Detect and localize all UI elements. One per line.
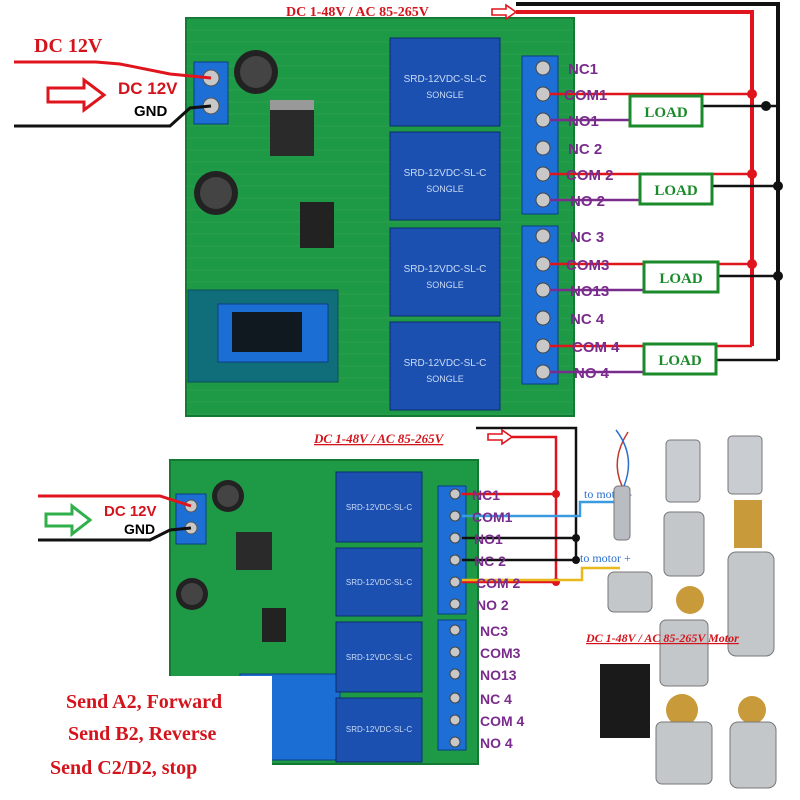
- arrow-right-red-icon: [491, 3, 518, 21]
- capacitor-icon: [176, 480, 244, 610]
- svg-text:SONGLE: SONGLE: [426, 374, 464, 384]
- bottom-terminal-label: NC1: [472, 487, 500, 503]
- bottom-terminal-label: NO 2: [476, 597, 509, 613]
- top-terminal-label: NC 4: [570, 311, 605, 328]
- svg-text:LOAD: LOAD: [658, 353, 702, 369]
- top-relay-3: SRD-12VDC-SL-C SONGLE: [389, 227, 501, 317]
- bottom-relay-4: SRD-12VDC-SL-C: [335, 697, 423, 763]
- top-relay-1: SRD-12VDC-SL-C SONGLE: [389, 37, 501, 127]
- top-load-2: LOAD: [638, 172, 714, 206]
- motor-icon: [600, 429, 777, 789]
- top-load-4: LOAD: [642, 342, 718, 376]
- bottom-terminal-label: NO 4: [480, 735, 513, 751]
- bottom-terminal-label: COM3: [480, 645, 521, 661]
- top-supply-label: DC 12V: [34, 35, 103, 57]
- svg-text:SONGLE: SONGLE: [426, 184, 464, 194]
- command-forward: Send A2, Forward: [66, 691, 222, 713]
- top-terminal-label: COM3: [566, 257, 609, 274]
- top-terminal-label: NC 2: [568, 141, 602, 158]
- command-reverse: Send B2, Reverse: [68, 723, 216, 745]
- bottom-terminal-label: COM 2: [476, 575, 521, 591]
- top-terminal-label: COM 2: [566, 167, 614, 184]
- top-terminal-label: COM1: [564, 87, 607, 104]
- top-terminal-label: NC1: [568, 61, 598, 78]
- top-terminal-label: NO1: [568, 113, 599, 130]
- bottom-supply-label: DC 12V: [104, 503, 157, 520]
- top-output-terminals: [521, 55, 559, 385]
- bottom-rail-red: [462, 435, 558, 584]
- bottom-wire-gnd: [38, 526, 192, 542]
- svg-text:SRD-12VDC-SL-C: SRD-12VDC-SL-C: [346, 725, 412, 734]
- top-terminal-label: NC 3: [570, 229, 604, 246]
- bottom-terminal-label: NO1: [474, 531, 503, 547]
- motor-caption: DC 1-48V / AC 85-265V Motor: [585, 631, 739, 645]
- top-terminal-label: COM 4: [572, 339, 620, 356]
- bottom-relay-3: SRD-12VDC-SL-C: [335, 621, 423, 693]
- bottom-relay-2: SRD-12VDC-SL-C: [335, 547, 423, 617]
- bottom-terminal-label: NC 4: [480, 691, 512, 707]
- svg-text:SRD-12VDC-SL-C: SRD-12VDC-SL-C: [404, 264, 487, 275]
- svg-text:SONGLE: SONGLE: [426, 280, 464, 290]
- bottom-relay-1: SRD-12VDC-SL-C: [335, 471, 423, 543]
- bottom-gnd-label: GND: [124, 521, 155, 537]
- top-input-terminal-label: DC 12V: [118, 79, 178, 98]
- top-relay-4: SRD-12VDC-SL-C SONGLE: [389, 321, 501, 411]
- wire-to-motor-minus: [462, 500, 620, 518]
- arrow-right-green-icon: [44, 502, 93, 538]
- bottom-rail-black: [462, 426, 578, 562]
- top-panel: SRD-12VDC-SL-C SONGLE SRD-12VDC-SL-C SON…: [14, 2, 783, 417]
- top-gnd-label: GND: [134, 103, 168, 120]
- bottom-load-supply-label: DC 1-48V / AC 85-265V: [313, 431, 445, 446]
- top-rail-red: [516, 10, 754, 346]
- bottom-terminal-label: COM 4: [480, 713, 525, 729]
- top-power-terminal: [193, 61, 229, 125]
- svg-text:SRD-12VDC-SL-C: SRD-12VDC-SL-C: [346, 653, 412, 662]
- top-load-supply-label: DC 1-48V / AC 85-265V: [286, 5, 429, 20]
- bottom-panel: SRD-12VDC-SL-C SRD-12VDC-SL-C SRD-12VDC-…: [38, 426, 777, 789]
- capacitor-icon: [194, 50, 278, 215]
- top-rail-black: [516, 2, 780, 360]
- svg-text:LOAD: LOAD: [659, 271, 703, 287]
- command-stop: Send C2/D2, stop: [50, 757, 197, 779]
- top-load-1: LOAD: [628, 94, 704, 128]
- svg-text:SONGLE: SONGLE: [426, 90, 464, 100]
- top-relay-2: SRD-12VDC-SL-C SONGLE: [389, 131, 501, 221]
- wire-to-motor-plus: [462, 566, 620, 582]
- bottom-terminal-label: NC3: [480, 623, 508, 639]
- top-wire-12v: [14, 60, 212, 80]
- top-terminal-label: NO13: [570, 283, 609, 300]
- bottom-terminal-label: NC 2: [474, 553, 506, 569]
- top-load-3: LOAD: [642, 260, 720, 294]
- bottom-output-terminals: [437, 485, 467, 751]
- top-ic-chip: [300, 202, 334, 248]
- bottom-terminal-label: NO13: [480, 667, 517, 683]
- svg-text:SRD-12VDC-SL-C: SRD-12VDC-SL-C: [346, 578, 412, 587]
- top-terminal-label: NO 4: [574, 365, 610, 382]
- svg-text:LOAD: LOAD: [644, 105, 688, 121]
- svg-text:SRD-12VDC-SL-C: SRD-12VDC-SL-C: [404, 74, 487, 85]
- bottom-terminal-label: COM1: [472, 509, 513, 525]
- arrow-right-red-outline-icon: [46, 77, 107, 113]
- svg-text:SRD-12VDC-SL-C: SRD-12VDC-SL-C: [404, 168, 487, 179]
- bottom-wire-12v: [38, 494, 192, 508]
- svg-text:SRD-12VDC-SL-C: SRD-12VDC-SL-C: [404, 358, 487, 369]
- arrow-right-red-icon: [487, 428, 514, 446]
- top-regulator: [270, 108, 314, 156]
- motor-plus-label: to motor +: [580, 551, 631, 565]
- svg-text:LOAD: LOAD: [654, 183, 698, 199]
- top-terminal-label: NO 2: [570, 193, 605, 210]
- svg-text:SRD-12VDC-SL-C: SRD-12VDC-SL-C: [346, 503, 412, 512]
- top-wire-gnd: [14, 104, 212, 128]
